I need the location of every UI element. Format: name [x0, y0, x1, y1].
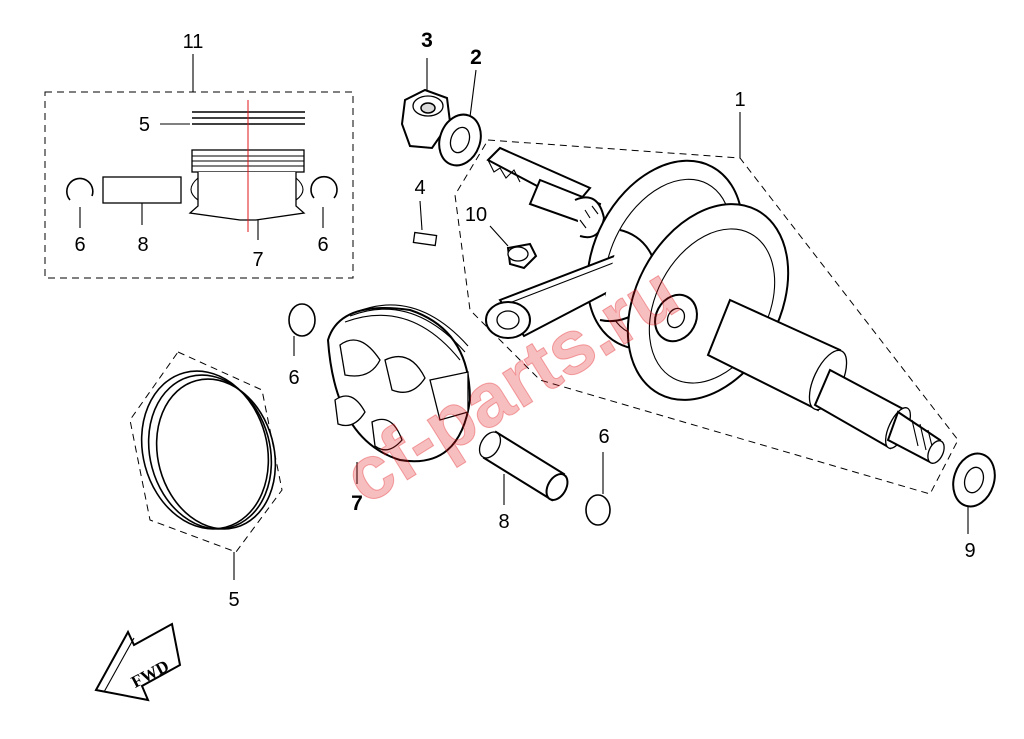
callout-3: 3: [421, 29, 433, 52]
callout-6-kit-left: 6: [74, 234, 85, 256]
callout-5: 5: [228, 589, 239, 611]
callout-7-kit: 7: [252, 249, 263, 271]
callout-10: 10: [465, 204, 487, 226]
piston-kit-box: 11 5 7 8: [44, 31, 354, 279]
callout-11: 11: [183, 31, 204, 53]
callout-8-kit: 8: [137, 234, 148, 256]
callout-2: 2: [470, 46, 482, 69]
kit-rings: [160, 111, 305, 125]
callout-4: 4: [414, 177, 425, 199]
forward-arrow-icon: FWD: [94, 622, 182, 702]
key: [412, 200, 438, 247]
crankshaft: [485, 146, 945, 464]
kit-clip-left: [66, 177, 94, 228]
piston: [326, 304, 472, 484]
callout-5-kit: 5: [139, 114, 150, 136]
clip-lower: [585, 452, 611, 526]
callout-8: 8: [498, 511, 509, 533]
ring-set: [129, 351, 283, 580]
kit-clip-right: [310, 175, 338, 228]
bolt: [489, 225, 538, 270]
callout-1: 1: [734, 89, 745, 111]
washer-end: [952, 452, 996, 534]
callout-6-lower: 6: [598, 426, 609, 448]
kit-dashed-border: [44, 91, 354, 279]
kit-pin: [102, 176, 182, 225]
kit-piston: [188, 100, 306, 240]
callout-7: 7: [351, 492, 363, 515]
pin: [478, 430, 569, 505]
washer-top: [438, 69, 482, 167]
clip-upper: [288, 303, 316, 356]
callout-9: 9: [964, 540, 975, 562]
crankshaft-dashed-outline: [454, 139, 959, 495]
callout-6-kit-right: 6: [317, 234, 328, 256]
callout-6-upper: 6: [288, 367, 299, 389]
nut: [400, 58, 452, 150]
